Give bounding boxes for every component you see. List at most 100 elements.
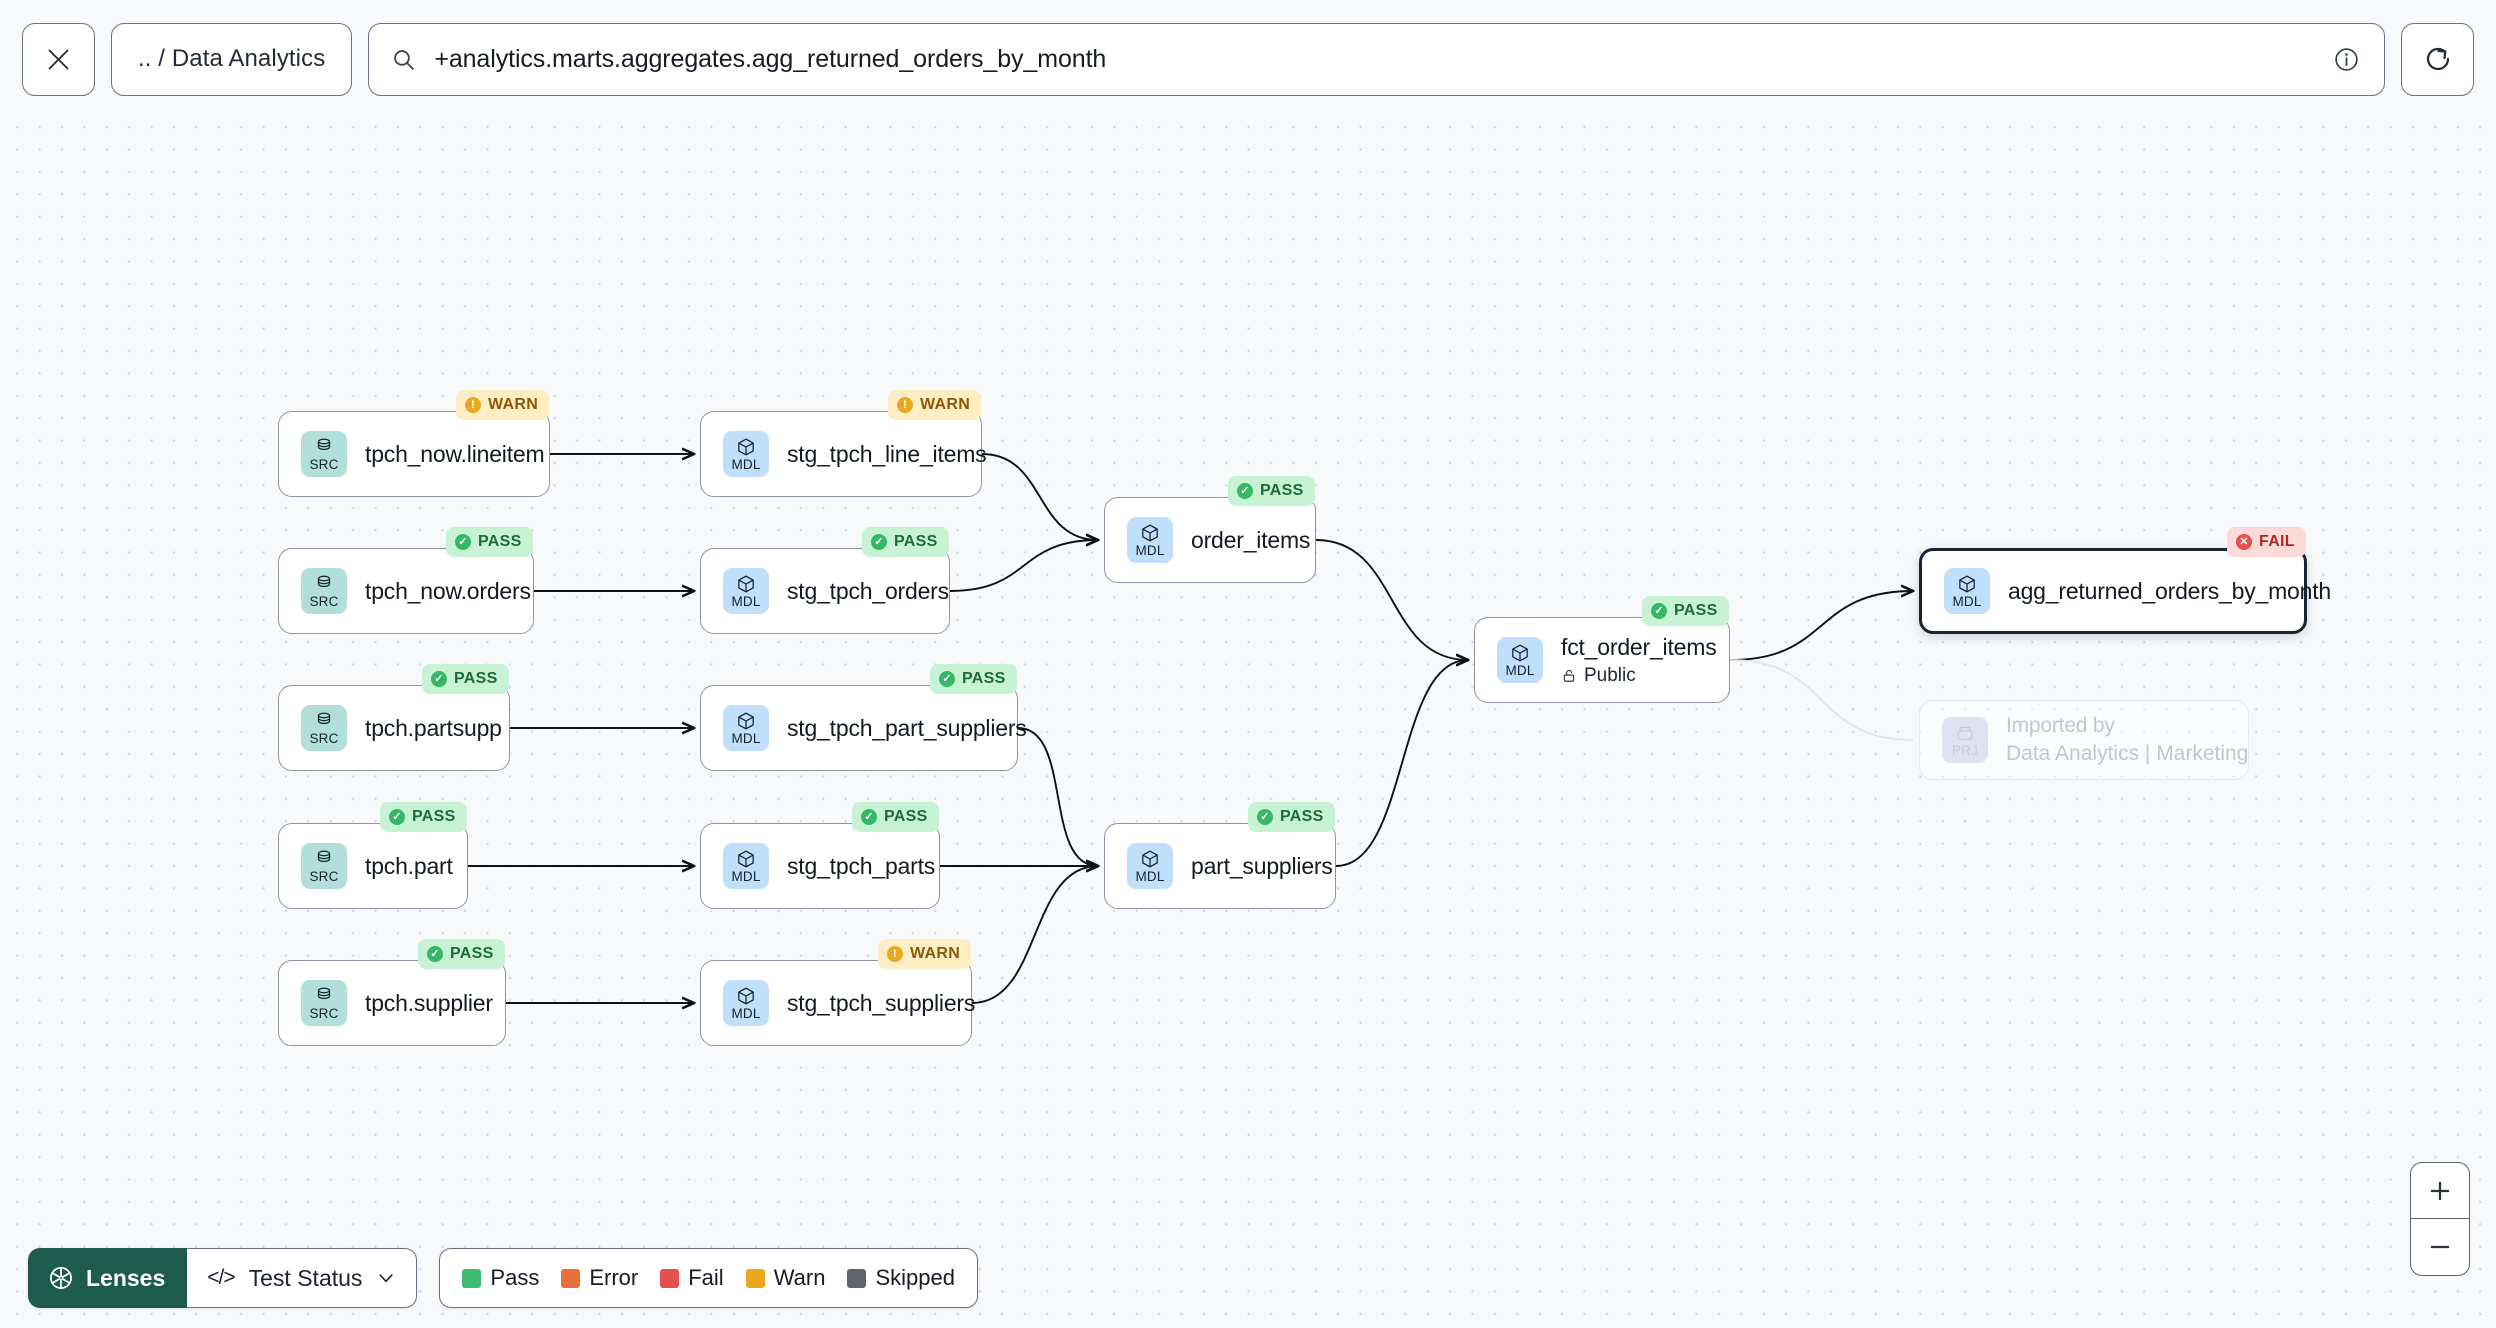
status-badge-label: PASS xyxy=(894,533,938,550)
legend-item-fail[interactable]: Fail xyxy=(660,1265,724,1291)
status-badge-stg_tpch_orders[interactable]: ✓PASS xyxy=(862,527,949,557)
status-legend: Pass Error Fail Warn Skipped xyxy=(439,1248,978,1308)
breadcrumb[interactable]: .. / Data Analytics xyxy=(111,22,353,96)
legend-item-warn[interactable]: Warn xyxy=(745,1265,825,1291)
mdl-node-icon: MDL xyxy=(723,705,769,751)
status-badge-label: PASS xyxy=(450,945,494,962)
status-badge-part_suppliers[interactable]: ✓PASS xyxy=(1248,802,1335,832)
status-badge-tpch_now_lineitem[interactable]: !WARN xyxy=(456,390,550,420)
cube-icon xyxy=(1142,524,1158,541)
graph-node-order_items[interactable]: MDL order_items xyxy=(1104,497,1316,583)
legend-item-pass[interactable]: Pass xyxy=(462,1265,539,1291)
edge-fct_order_items-to-imported_by_project xyxy=(1729,659,1914,741)
cube-icon xyxy=(738,850,754,867)
node-title: order_items xyxy=(1191,526,1311,553)
status-badge-label: FAIL xyxy=(2259,533,2295,550)
unlock-icon xyxy=(1563,669,1575,682)
node-label-group: tpch_now.orders xyxy=(365,578,531,605)
cube-icon xyxy=(738,438,754,455)
status-dot-icon: ✓ xyxy=(861,809,877,825)
test-status-dropdown[interactable]: </> Test Status xyxy=(187,1248,418,1308)
status-dot-icon: ✓ xyxy=(1237,483,1253,499)
status-badge-stg_tpch_part_suppliers[interactable]: ✓PASS xyxy=(930,664,1017,694)
status-badge-tpch_supplier[interactable]: ✓PASS xyxy=(418,939,505,969)
graph-node-tpch_partsupp[interactable]: SRC tpch.partsupp xyxy=(278,685,510,771)
refresh-button[interactable] xyxy=(2401,22,2474,96)
status-badge-label: WARN xyxy=(920,396,971,413)
status-badge-stg_tpch_line_items[interactable]: ! WARN xyxy=(888,390,982,420)
node-title: tpch.part xyxy=(365,852,453,879)
status-dot-icon: ✓ xyxy=(1651,603,1667,619)
legend-label: Fail xyxy=(688,1265,724,1290)
cube-icon xyxy=(1512,644,1528,661)
status-badge-stg_tpch_suppliers[interactable]: !WARN xyxy=(878,939,972,969)
node-kind-label: MDL xyxy=(1135,542,1165,558)
legend-item-skipped[interactable]: Skipped xyxy=(847,1265,955,1291)
node-label-group: stg_tpch_line_items xyxy=(787,441,987,468)
info-icon[interactable] xyxy=(2333,46,2360,73)
node-title: stg_tpch_part_suppliers xyxy=(787,714,1027,741)
status-dot-icon: ! xyxy=(887,946,903,962)
node-label-group: order_items xyxy=(1191,527,1310,554)
status-dot-icon: ✓ xyxy=(1257,809,1273,825)
search-input[interactable] xyxy=(434,44,2315,74)
zoom-out-button[interactable] xyxy=(2411,1219,2469,1275)
status-badge-tpch_now_orders[interactable]: ✓ PASS xyxy=(446,527,533,557)
graph-node-tpch_part[interactable]: SRC tpch.part xyxy=(278,823,468,909)
database-icon xyxy=(317,850,331,862)
graph-node-stg_tpch_part_suppliers[interactable]: MDL stg_tpch_part_suppliers xyxy=(700,685,1027,771)
status-badge-order_items[interactable]: ✓ PASS xyxy=(1228,476,1315,506)
node-kind-label: MDL xyxy=(731,730,761,746)
zoom-in-button[interactable] xyxy=(2411,1163,2469,1219)
prj-node-icon: PRJ xyxy=(1942,717,1988,763)
status-badge-tpch_part[interactable]: ✓PASS xyxy=(380,802,467,832)
src-node-icon: SRC xyxy=(301,843,347,889)
node-kind-label: SRC xyxy=(309,730,339,746)
lenses-button[interactable]: Lenses xyxy=(28,1248,188,1308)
status-badge-agg_returned_orders_by_month[interactable]: ✕FAIL xyxy=(2227,527,2306,557)
node-subtitle-text: Data Analytics | Marketing xyxy=(2006,742,2249,765)
status-badge-fct_order_items[interactable]: ✓PASS xyxy=(1642,596,1729,626)
status-badge-label: WARN xyxy=(488,396,539,413)
node-kind-label: SRC xyxy=(309,868,339,884)
node-subtitle-text: Public xyxy=(1584,664,1636,686)
edge-stg_tpch_part_suppliers-to-part_suppliers xyxy=(1017,727,1098,866)
status-dot-icon: ✓ xyxy=(431,671,447,687)
status-badge-label: PASS xyxy=(478,533,522,550)
project-icon xyxy=(1957,726,1973,740)
node-subtitle: Public xyxy=(1561,665,1717,687)
edge-stg_tpch_suppliers-to-part_suppliers xyxy=(971,866,1098,1004)
bottom-toolbar: Lenses </> Test Status Pass Error Fail Warn… xyxy=(28,1248,978,1308)
close-button[interactable] xyxy=(22,22,95,96)
status-badge-label: PASS xyxy=(1260,482,1304,499)
status-dot-icon: ! xyxy=(897,397,913,413)
status-badge-label: PASS xyxy=(454,670,498,687)
status-badge-stg_tpch_parts[interactable]: ✓ PASS xyxy=(852,802,939,832)
node-title: tpch.supplier xyxy=(365,989,493,1016)
node-title: tpch_now.orders xyxy=(365,577,531,604)
status-badge-tpch_partsupp[interactable]: ✓ PASS xyxy=(422,664,509,694)
node-label-group: tpch.partsupp xyxy=(365,715,502,742)
node-title: tpch.partsupp xyxy=(365,714,502,741)
status-badge-label: PASS xyxy=(884,808,928,825)
legend-item-error[interactable]: Error xyxy=(561,1265,638,1291)
node-label-group: stg_tpch_part_suppliers xyxy=(787,715,1027,742)
search-bar[interactable] xyxy=(368,22,2385,96)
aperture-icon xyxy=(50,1267,72,1289)
status-dot-icon: ✓ xyxy=(455,534,471,550)
node-label-group: stg_tpch_parts xyxy=(787,853,935,880)
